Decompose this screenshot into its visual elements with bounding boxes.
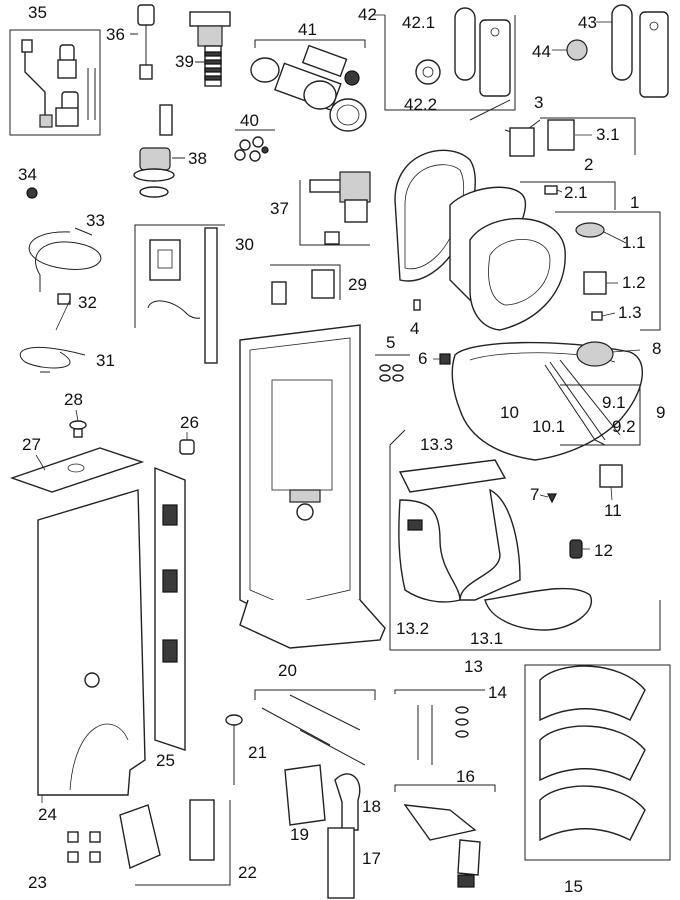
part-29-actuator <box>270 264 341 305</box>
callout-22: 22 <box>238 863 257 882</box>
callout-28: 28 <box>64 390 83 409</box>
part-24-front-panel <box>37 489 146 796</box>
part-3-group <box>540 117 636 155</box>
callout-4: 4 <box>410 319 419 338</box>
callout-1-1: 1.1 <box>622 233 646 252</box>
callout-1-2: 1.2 <box>622 273 646 292</box>
callout-25: 25 <box>156 751 175 770</box>
callout-38: 38 <box>188 149 207 168</box>
callout-21: 21 <box>248 743 267 762</box>
callout-32: 32 <box>78 293 97 312</box>
callout-31: 31 <box>96 351 115 370</box>
seat-lid-assembly <box>394 99 575 331</box>
callout-7: 7 <box>530 485 539 504</box>
callout-42-1: 42.1 <box>402 13 435 32</box>
part-37-angle-valve-set <box>299 171 371 246</box>
callout-42-2: 42.2 <box>404 95 437 114</box>
part-32-clip <box>57 293 71 305</box>
callout-17: 17 <box>362 849 381 868</box>
leader-lines <box>35 14 641 803</box>
callout-15: 15 <box>564 877 583 896</box>
callout-10-1: 10.1 <box>532 417 565 436</box>
callout-16: 16 <box>456 767 475 786</box>
callout-43: 43 <box>578 13 597 32</box>
callout-13-2: 13.2 <box>396 619 429 638</box>
callout-39: 39 <box>175 52 194 71</box>
part-7-screw <box>547 493 557 504</box>
part-25-side-strip <box>154 466 186 751</box>
callout-26: 26 <box>180 413 199 432</box>
callout-41: 41 <box>298 20 317 39</box>
callout-9-1: 9.1 <box>602 393 626 412</box>
part-1-group <box>555 211 661 331</box>
part-38-flush-valve <box>133 104 185 198</box>
callout-3: 3 <box>534 93 543 112</box>
part-26-28-cover-plate <box>9 420 195 493</box>
callout-35: 35 <box>28 3 47 22</box>
part-16-drain-set <box>394 784 496 888</box>
callout-2: 2 <box>584 155 593 174</box>
installation-frame <box>239 324 386 649</box>
callout-9-2: 9.2 <box>612 417 636 436</box>
callout-37: 37 <box>270 199 289 218</box>
callout-13-1: 13.1 <box>470 629 503 648</box>
part-21-rod <box>225 714 243 785</box>
callout-11: 11 <box>604 501 622 520</box>
part-33-cable <box>28 227 102 292</box>
part-35-hose-set <box>9 29 101 136</box>
callout-44: 44 <box>532 42 551 61</box>
callout-13-3: 13.3 <box>420 435 453 454</box>
callout-18: 18 <box>362 797 381 816</box>
callout-1-3: 1.3 <box>618 303 642 322</box>
part-34-screw <box>26 187 38 199</box>
callout-14: 14 <box>488 683 507 702</box>
callout-42: 42 <box>358 5 377 24</box>
callout-2-1: 2.1 <box>564 183 588 202</box>
callout-5: 5 <box>386 333 395 352</box>
callout-13: 13 <box>464 657 483 676</box>
part-43-44-remote <box>566 4 669 98</box>
callout-1: 1 <box>630 193 639 212</box>
callout-6: 6 <box>418 349 427 368</box>
callout-12: 12 <box>594 541 613 560</box>
callout-36: 36 <box>106 25 125 44</box>
callout-10: 10 <box>500 403 519 422</box>
part-13-cover-group <box>389 429 661 651</box>
part-40-seal-set <box>234 129 275 162</box>
callout-29: 29 <box>348 275 367 294</box>
part-39-fill-valve <box>189 11 231 87</box>
toilet-bowl <box>451 341 644 461</box>
callout-33: 33 <box>86 211 105 230</box>
part-36-extension-rod <box>130 4 155 80</box>
callout-27: 27 <box>22 435 41 454</box>
callout-23: 23 <box>28 873 47 892</box>
callout-24: 24 <box>38 805 57 824</box>
callout-30: 30 <box>235 235 254 254</box>
part-9-group <box>560 384 641 446</box>
part-15-cover-shells <box>524 664 671 861</box>
part-20-fixing-rods <box>254 689 376 766</box>
part-41-connection-set <box>250 39 367 132</box>
part-31-cable <box>19 347 86 373</box>
callout-3-1: 3.1 <box>596 125 620 144</box>
part-14-screw-set <box>394 689 485 765</box>
callout-19: 19 <box>290 825 309 844</box>
callout-8: 8 <box>652 339 661 358</box>
part-30-module <box>134 224 225 364</box>
part-17-19-pipes <box>284 764 361 899</box>
callout-9: 9 <box>656 403 665 422</box>
part-5-spacers <box>375 354 410 382</box>
callout-40: 40 <box>240 111 259 130</box>
callout-20: 20 <box>278 661 297 680</box>
callout-34: 34 <box>18 165 37 184</box>
part-42-remote-set <box>384 7 516 111</box>
part-22-23-bracket <box>67 799 231 886</box>
